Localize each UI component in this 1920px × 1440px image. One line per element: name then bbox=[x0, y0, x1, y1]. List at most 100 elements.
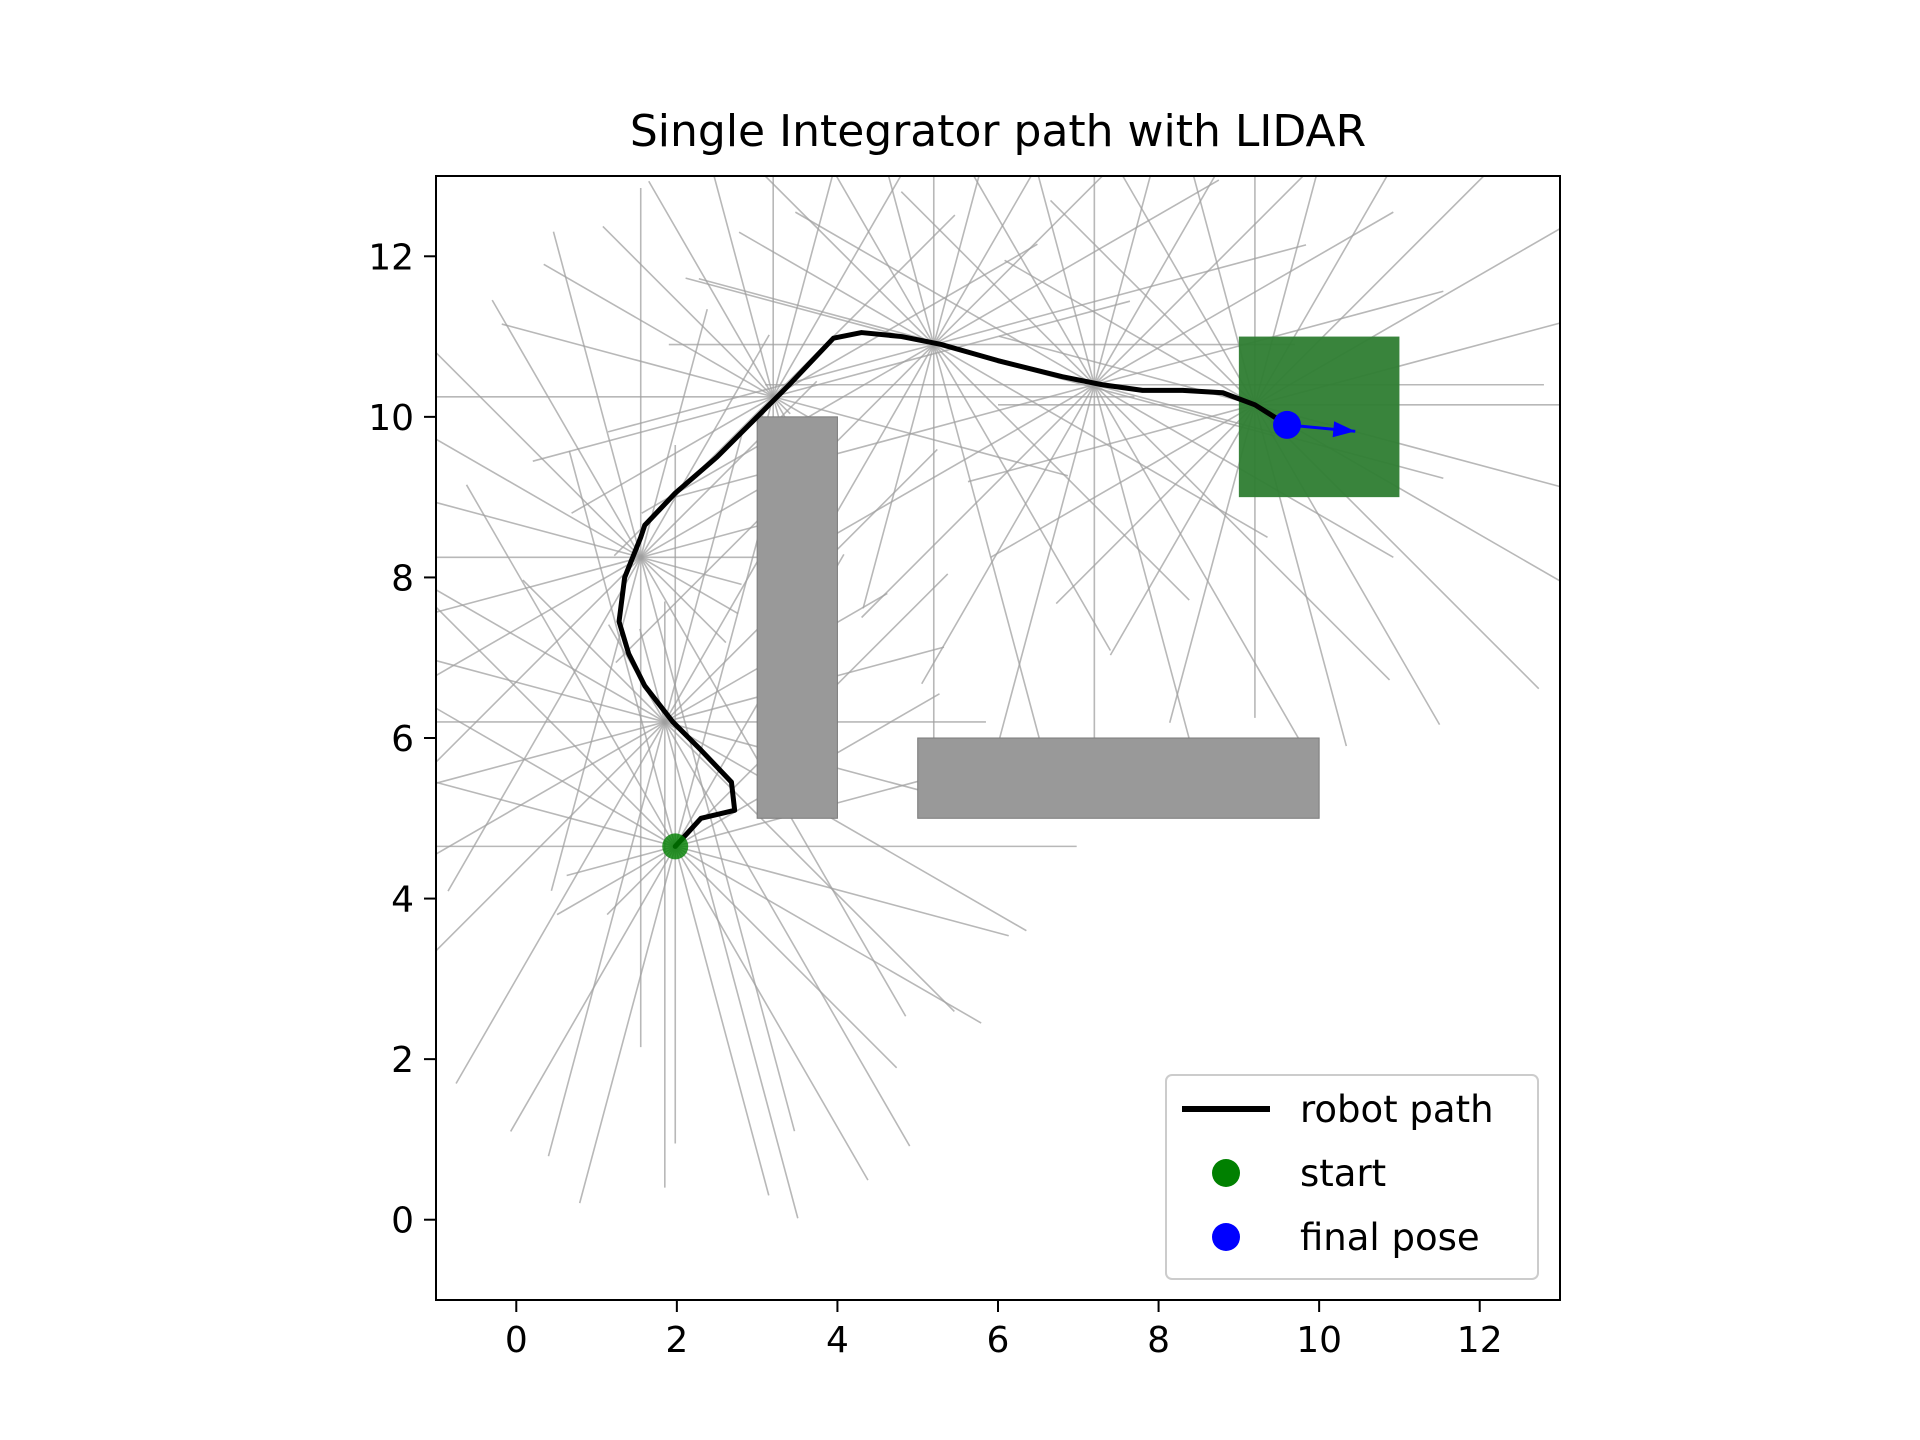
lidar-ray-4-20 bbox=[933, 344, 1112, 651]
obstacle-0 bbox=[756, 416, 838, 819]
lidar-ray-6-10 bbox=[1004, 259, 1256, 406]
lidar-ray-4-2 bbox=[933, 179, 1220, 346]
start-marker bbox=[662, 833, 689, 860]
lidar-ray-3-7 bbox=[713, 176, 774, 397]
x-tick-label: 4 bbox=[826, 1320, 849, 1361]
lidar-ray-0-9 bbox=[436, 606, 676, 847]
lidar-ray-3-9 bbox=[602, 225, 774, 398]
chart-title: Single Integrator path with LIDAR bbox=[630, 106, 1366, 157]
lidar-ray-4-3 bbox=[933, 176, 1104, 346]
lidar-ray-3-13 bbox=[532, 396, 774, 462]
lidar-rays bbox=[436, 176, 1560, 1219]
lidar-ray-1-19 bbox=[664, 721, 799, 1219]
lidar-ray-5-7 bbox=[1037, 176, 1096, 385]
lidar-ray-0-5 bbox=[674, 489, 772, 847]
lidar-ray-1-20 bbox=[664, 721, 911, 1147]
lidar-ray-2-13 bbox=[436, 556, 641, 614]
lidar-ray-2-2 bbox=[640, 484, 767, 559]
lidar-ray-3-4 bbox=[772, 176, 902, 398]
lidar-ray-2-10 bbox=[436, 438, 642, 559]
legend-start-swatch bbox=[1212, 1159, 1240, 1187]
lidar-ray-4-8 bbox=[835, 176, 935, 346]
lidar-ray-2-9 bbox=[436, 351, 642, 558]
lidar-ray-1-16 bbox=[455, 721, 666, 1084]
lidar-ray-4-4 bbox=[933, 176, 1033, 346]
legend: robot path start final pose bbox=[1165, 1074, 1539, 1280]
lidar-ray-3-14 bbox=[571, 396, 774, 514]
lidar-ray-4-5 bbox=[932, 176, 980, 345]
goal-region-layer bbox=[1238, 336, 1400, 498]
lidar-ray-2-23 bbox=[640, 556, 742, 586]
lidar-ray-0-19 bbox=[674, 846, 770, 1196]
lidar-ray-2-7 bbox=[552, 231, 642, 558]
x-tick-label: 2 bbox=[665, 1320, 688, 1361]
y-tick-label: 8 bbox=[391, 558, 414, 599]
lidar-ray-5-5 bbox=[1093, 176, 1152, 385]
lidar-ray-1-10 bbox=[436, 588, 666, 723]
lidar-ray-0-11 bbox=[436, 781, 676, 848]
lidar-ray-2-15 bbox=[436, 556, 642, 764]
lidar-ray-1-21 bbox=[664, 721, 955, 1013]
lidar-ray-5-20 bbox=[1093, 384, 1308, 754]
lidar-ray-6-14 bbox=[990, 404, 1256, 559]
plot-content bbox=[436, 176, 1560, 1219]
lidar-ray-5-13 bbox=[667, 383, 1095, 500]
lidar-ray-2-1 bbox=[640, 523, 766, 559]
lidar-ray-0-14 bbox=[556, 845, 676, 916]
x-tick-label: 0 bbox=[505, 1320, 528, 1361]
lidar-ray-5-19 bbox=[1093, 384, 1197, 765]
lidar-ray-6-13 bbox=[967, 404, 1256, 483]
legend-box bbox=[1165, 1074, 1539, 1280]
y-tick-label: 6 bbox=[391, 719, 414, 760]
x-tick-label: 6 bbox=[987, 1320, 1010, 1361]
lidar-ray-6-9 bbox=[1049, 199, 1256, 406]
lidar-ray-4-7 bbox=[887, 176, 935, 345]
lidar-ray-1-15 bbox=[436, 721, 666, 952]
robot-path-line bbox=[616, 330, 1290, 849]
lidar-ray-2-11 bbox=[436, 501, 641, 559]
lidar-ray-2-21 bbox=[640, 556, 727, 644]
lidar-ray-2-19 bbox=[639, 557, 796, 1132]
lidar-ray-5-16 bbox=[921, 384, 1096, 685]
legend-label-robot-path: robot path bbox=[1300, 1088, 1494, 1131]
lidar-ray-4-10 bbox=[738, 231, 935, 346]
lidar-ray-4-19 bbox=[932, 344, 1045, 756]
lidar-ray-5-10 bbox=[794, 211, 1095, 386]
lidar-ray-4-21 bbox=[933, 344, 1190, 601]
lidar-ray-4-22 bbox=[933, 343, 1268, 538]
lidar-ray-1-14 bbox=[436, 721, 666, 855]
lidar-ray-4-9 bbox=[764, 176, 935, 346]
pose-markers bbox=[662, 410, 1356, 860]
lidar-ray-4-17 bbox=[862, 344, 935, 609]
lidar-ray-3-5 bbox=[772, 176, 834, 397]
x-tick-label: 12 bbox=[1457, 1320, 1503, 1361]
robot-path-layer bbox=[616, 330, 1290, 849]
x-tick-label: 8 bbox=[1147, 1320, 1170, 1361]
goal-region bbox=[1238, 336, 1400, 498]
lidar-ray-2-22 bbox=[640, 556, 739, 615]
lidar-ray-6-16 bbox=[1109, 404, 1256, 656]
lidar-ray-1-17 bbox=[547, 721, 666, 1157]
lidar-ray-5-3 bbox=[1093, 176, 1305, 386]
final-pose-marker bbox=[1273, 410, 1302, 439]
obstacles bbox=[756, 416, 1320, 819]
lidar-ray-1-13 bbox=[436, 721, 666, 785]
final-pose-arrowhead bbox=[1332, 421, 1356, 438]
legend-label-start: start bbox=[1300, 1152, 1386, 1195]
lidar-ray-3-8 bbox=[648, 180, 774, 398]
lidar-ray-6-15 bbox=[1055, 404, 1256, 605]
obstacle-1 bbox=[917, 737, 1320, 819]
lidar-ray-0-23 bbox=[675, 845, 1009, 937]
lidar-ray-5-15 bbox=[861, 384, 1095, 619]
lidar-ray-0-21 bbox=[674, 845, 898, 1069]
lidar-ray-0-13 bbox=[566, 845, 676, 877]
y-tick-label: 2 bbox=[391, 1040, 414, 1081]
lidar-ray-3-10 bbox=[543, 263, 774, 398]
lidar-ray-3-2 bbox=[772, 243, 1038, 398]
lidar-ray-4-13 bbox=[607, 343, 934, 433]
lidar-ray-2-14 bbox=[436, 556, 642, 677]
y-tick-label: 10 bbox=[368, 398, 414, 439]
